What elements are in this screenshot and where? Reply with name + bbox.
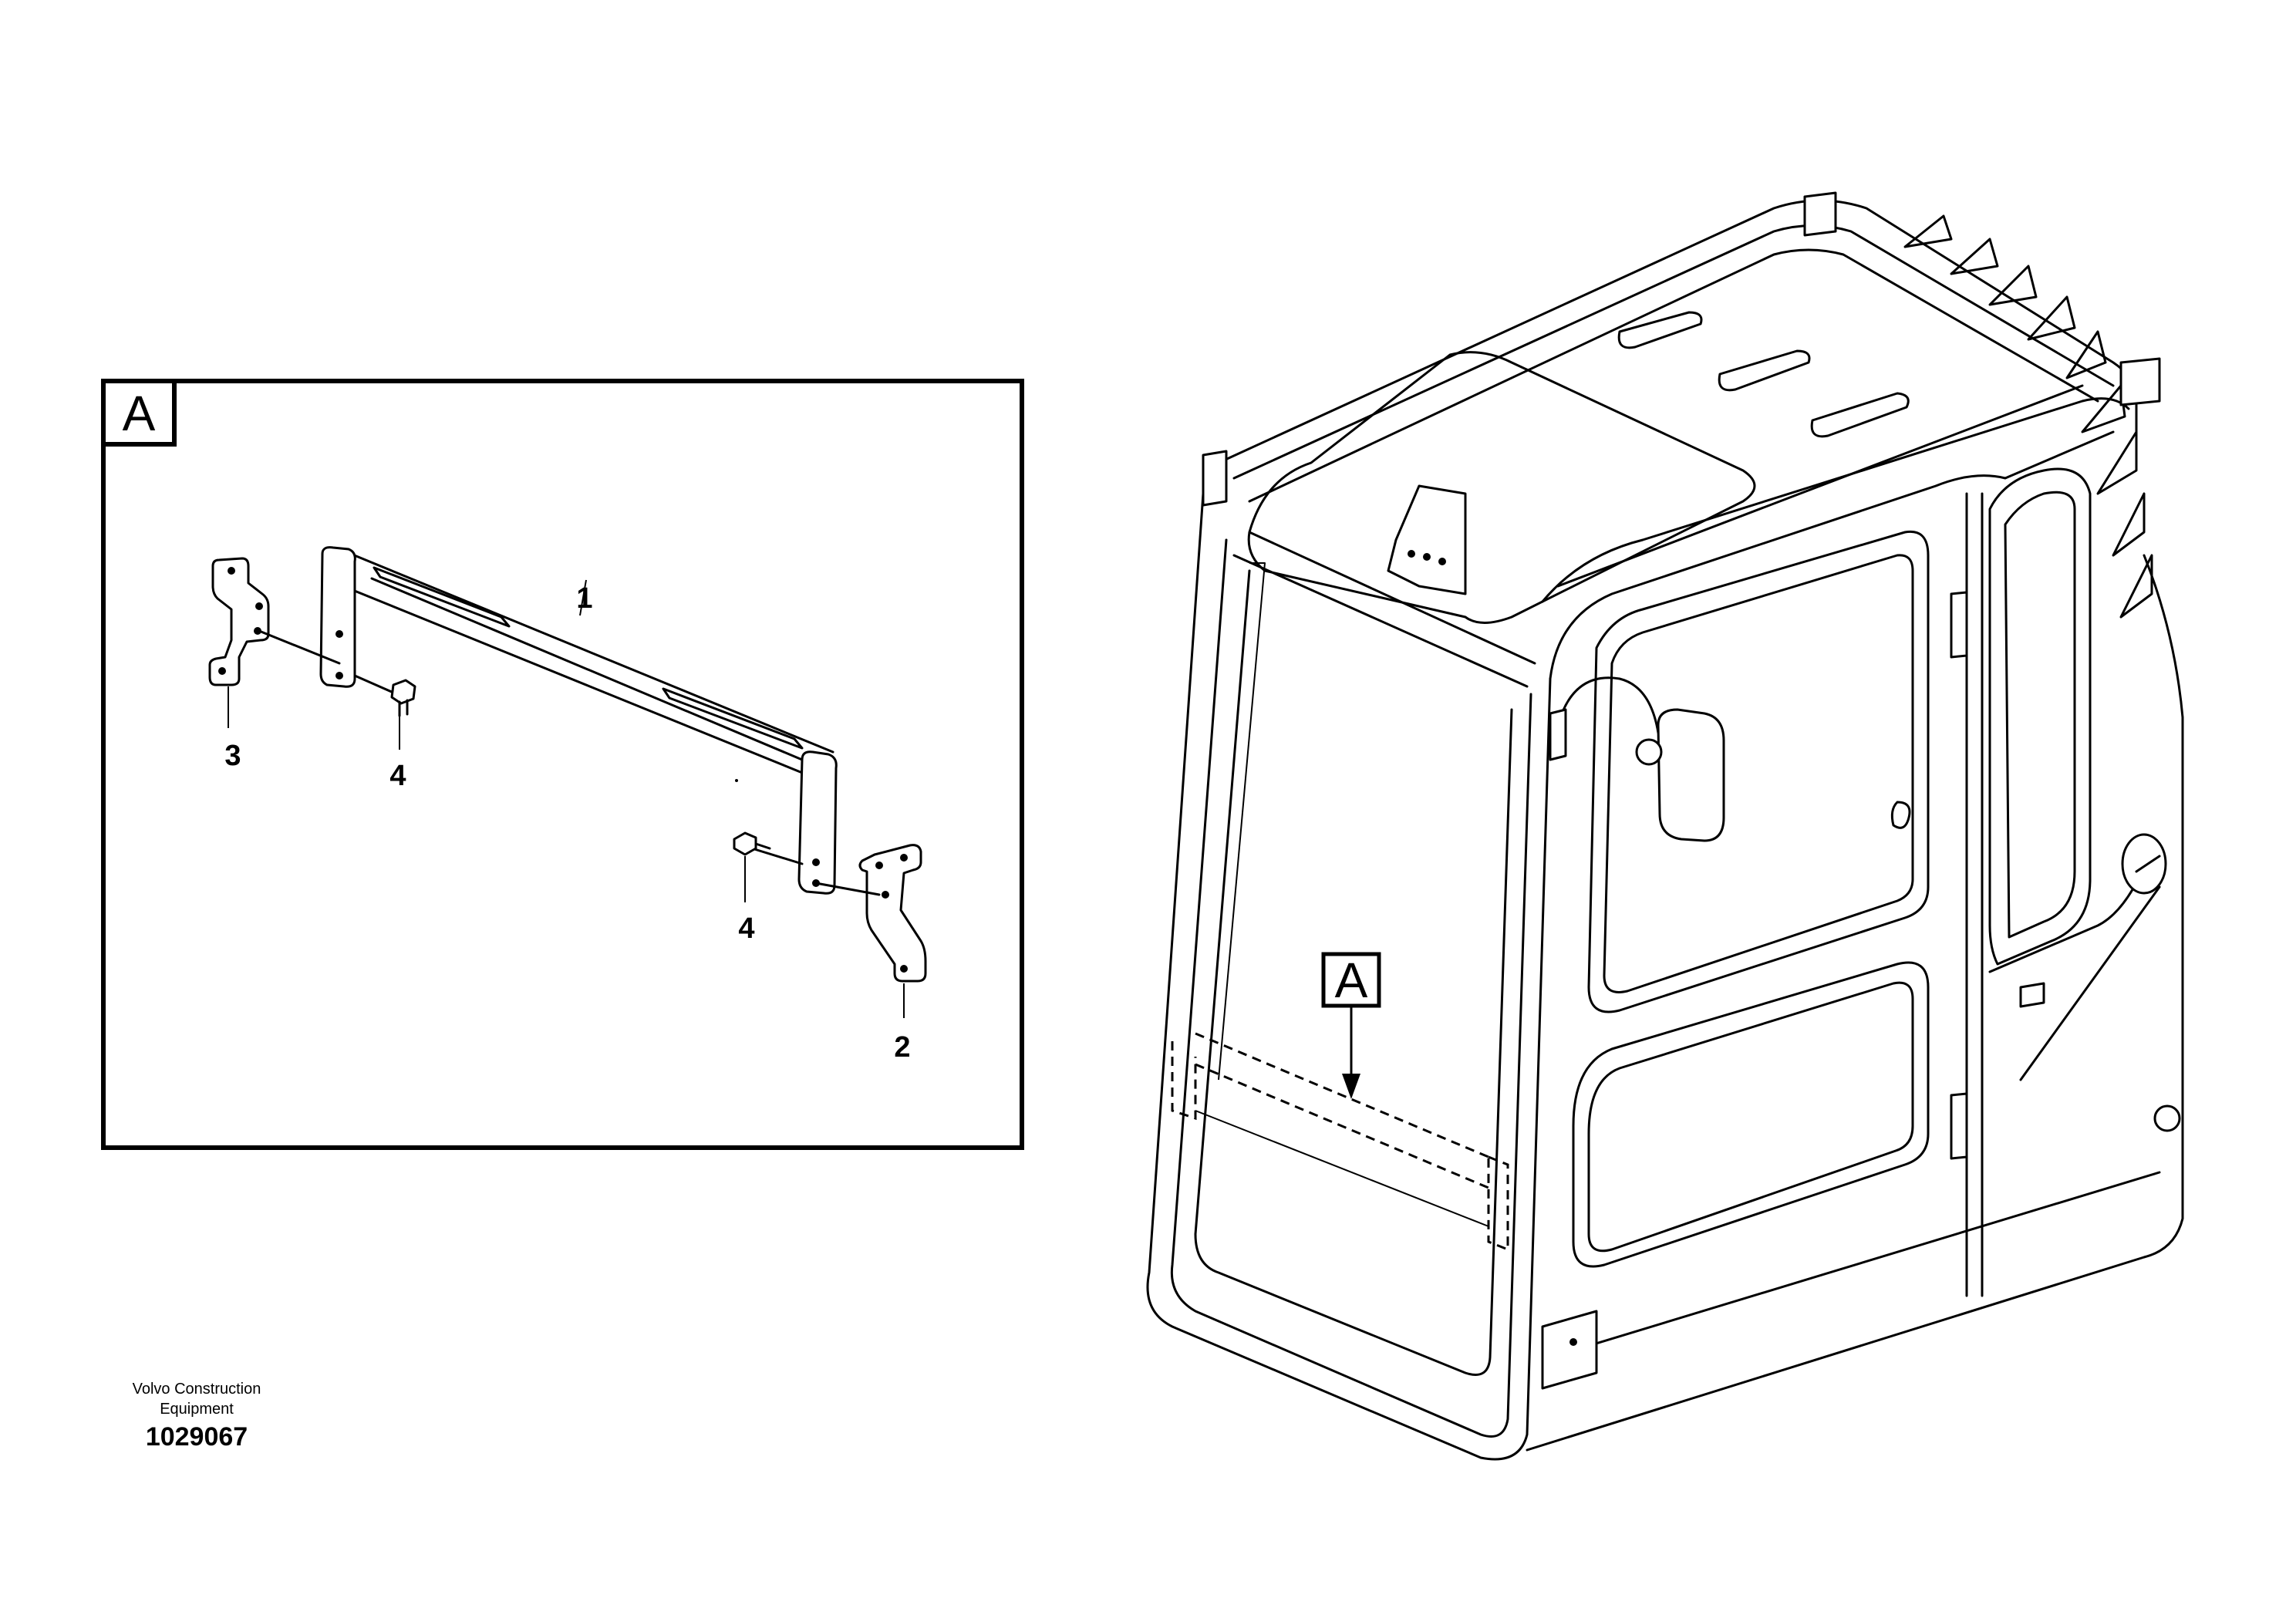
cab-overview: A [1146,191,2184,1461]
detail-frame [101,379,1024,1150]
cab-mirror [1549,676,1725,842]
callout-1: 1 [576,582,592,615]
cab-roof [1202,191,2161,624]
cab-front-frame [1146,492,1552,1461]
part-1-support-bar [319,546,838,895]
detail-view-a: A [101,379,1024,1150]
detail-label: A [123,386,156,441]
detail-marker-a: A [1321,952,1381,1099]
callout-2: 2 [894,1031,910,1064]
part-4-bolt-upper [390,679,416,717]
cab-side-wall [1526,430,2184,1452]
part-4-bolt-lower [733,831,771,856]
part-2-right-bracket [858,844,927,983]
detail-marker-label: A [1335,953,1368,1008]
callout-4-lower: 4 [738,912,754,945]
callout-3: 3 [224,740,241,772]
detail-marker-box [1321,952,1381,1008]
company-name: Volvo Construction Equipment [132,1381,261,1418]
callout-4-upper: 4 [389,760,406,792]
detail-label-box [101,379,177,447]
part-3-left-bracket [208,557,270,686]
part-number: 1029067 [145,1422,248,1452]
